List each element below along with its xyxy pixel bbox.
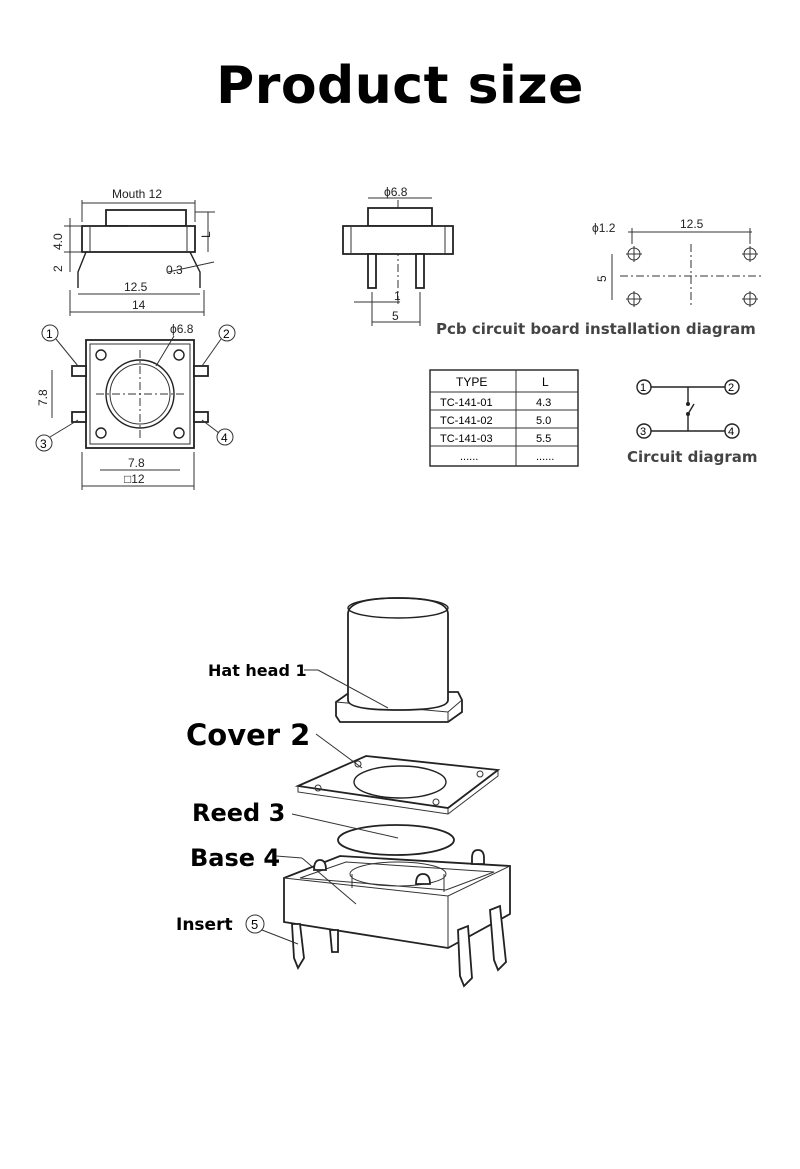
dim-pin: 0.3: [166, 263, 183, 277]
hat-head-part: [335, 597, 463, 723]
label-reed: Reed 3: [192, 799, 285, 827]
table-header-type: TYPE: [456, 375, 487, 389]
mouth-label: Mouth 12: [112, 187, 162, 201]
label-insert-number: 5: [251, 917, 258, 932]
circuit-pin-2: 2: [728, 382, 734, 394]
table-header-l: L: [542, 375, 549, 389]
circuit-diagram: 1 2 3 4 Circuit diagram: [627, 379, 758, 466]
top-outer-dim: □12: [124, 472, 145, 486]
dim-L: L: [199, 231, 213, 238]
pcb-row-dim: 5: [595, 275, 609, 282]
exploded-view: Hat head 1 Cover 2 Reed 3 Base 4 Insert …: [176, 597, 511, 988]
label-base: Base 4: [190, 844, 280, 872]
table-cell: ......: [460, 451, 478, 463]
top-pin-2: 2: [223, 327, 230, 341]
front-pin-dim-a: 1: [394, 289, 401, 303]
top-pin-4: 4: [221, 431, 228, 445]
top-view: 1 2 3 4 ϕ6.8 7.8 7.8 □12: [35, 322, 236, 490]
type-table: TYPE L TC-141-01 4.3 TC-141-02 5.0 TC-14…: [429, 369, 579, 467]
front-cap-dim: ϕ6.8: [384, 185, 408, 199]
pcb-pitch-dim: 12.5: [680, 217, 704, 231]
dim-pitch: 12.5: [124, 280, 148, 294]
label-cover: Cover 2: [186, 718, 310, 752]
circuit-pin-3: 3: [640, 426, 646, 438]
label-hat-head: Hat head 1: [208, 661, 307, 680]
cover-part: [294, 755, 501, 815]
page-title: Product size: [216, 56, 584, 116]
table-cell: TC-141-03: [440, 433, 493, 445]
circuit-pin-4: 4: [728, 426, 734, 438]
table-cell: 4.3: [536, 397, 551, 409]
top-inner-dim: 7.8: [128, 456, 145, 470]
base-part: [283, 849, 511, 988]
top-pin-1: 1: [46, 327, 53, 341]
circuit-pin-1: 1: [640, 382, 646, 394]
table-cell: TC-141-02: [440, 415, 493, 427]
circuit-caption: Circuit diagram: [627, 448, 758, 466]
pcb-hole-dim: ϕ1.2: [592, 221, 616, 235]
label-insert: Insert: [176, 915, 233, 935]
pcb-caption: Pcb circuit board installation diagram: [436, 320, 756, 338]
pcb-hole-pattern: ϕ1.2 12.5 5 Pcb circuit board installati…: [436, 217, 764, 338]
table-cell: TC-141-01: [440, 397, 493, 409]
reed-part: [337, 824, 455, 856]
side-view: Mouth 12 4.0 2 L 0.3 12.5 14: [51, 187, 215, 316]
table-cell: ......: [536, 451, 554, 463]
front-pin-dim-b: 5: [392, 309, 399, 323]
dim-height-a: 4.0: [51, 233, 65, 250]
table-cell: 5.0: [536, 415, 551, 427]
dim-width: 14: [132, 298, 146, 312]
top-height-dim: 7.8: [36, 389, 50, 406]
dim-height-b: 2: [51, 265, 65, 272]
top-pin-3: 3: [40, 437, 47, 451]
table-cell: 5.5: [536, 433, 551, 445]
front-view: ϕ6.8 1 5: [342, 185, 454, 326]
top-cap-dim: ϕ6.8: [170, 322, 194, 336]
